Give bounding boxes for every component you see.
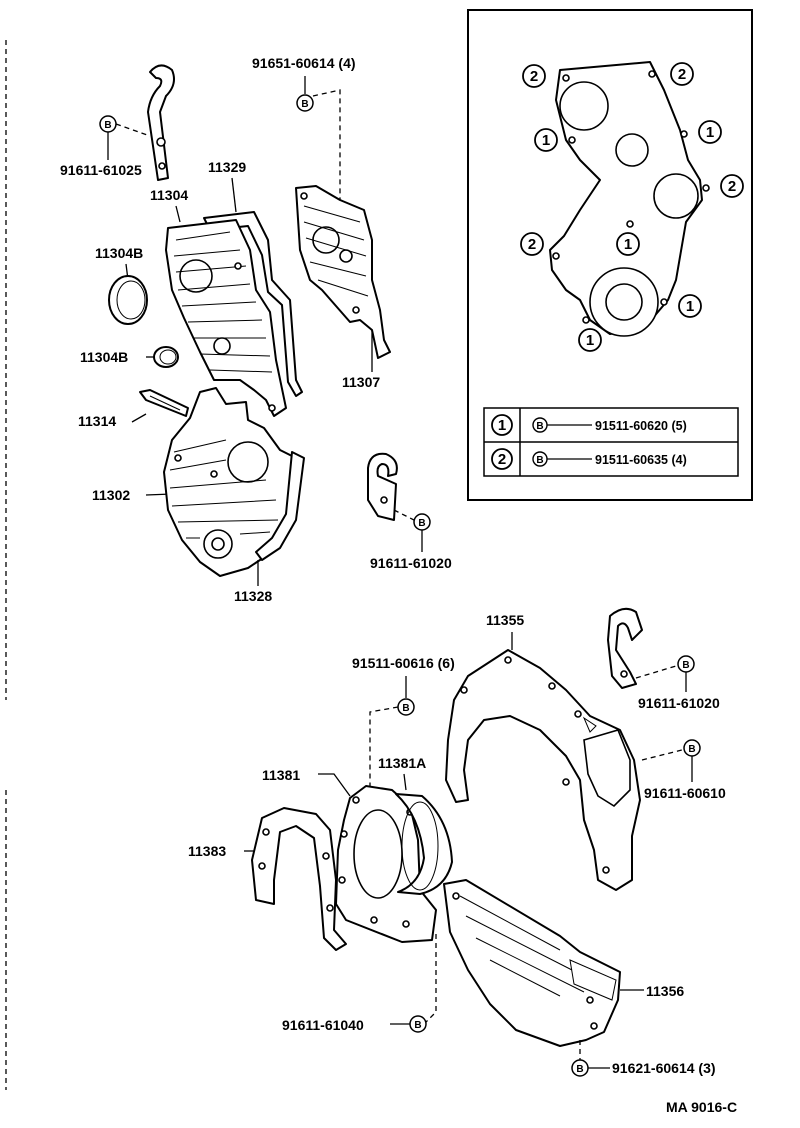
part-label: 11383 (188, 843, 226, 859)
legend-row-1: 1 B 91511-60620 (5) (491, 414, 687, 436)
diagram-code: MA 9016-C (666, 1099, 737, 1115)
svg-text:2: 2 (498, 451, 506, 468)
timing-belt-plate-11356 (443, 879, 621, 1047)
leader-dash (393, 509, 415, 521)
leader-dash (425, 934, 437, 1023)
svg-text:1: 1 (686, 298, 694, 315)
part-label: 91651-60614 (4) (252, 55, 356, 71)
inset-callout: 2 (522, 64, 546, 88)
engine-hanger-middle (367, 452, 398, 521)
bolt-marker: B (683, 739, 701, 757)
timing-cover-gasket-11328 (255, 451, 305, 561)
inset-plate-drawing (549, 61, 710, 337)
part-label: 11304B (80, 349, 128, 365)
bolt-marker: B (397, 698, 415, 716)
part-label: 11304 (150, 187, 188, 203)
timing-belt-plate-11355 (445, 649, 641, 891)
timing-cover-gasket-11329 (203, 211, 303, 397)
part-label: 11328 (234, 588, 272, 604)
bolt-marker: B (571, 1059, 589, 1077)
svg-text:1: 1 (498, 417, 506, 434)
svg-text:B: B (418, 518, 425, 529)
leader-line (318, 773, 351, 797)
inset-callout: 1 (698, 120, 722, 144)
part-label: 91611-61020 (370, 555, 452, 571)
bolt-marker: B (99, 115, 117, 133)
bolt-marker: B (413, 513, 431, 531)
svg-text:B: B (688, 744, 695, 755)
bolt-marker: B (677, 655, 695, 673)
leader-dash (312, 89, 341, 250)
hole-plug-small-11304B (153, 346, 179, 368)
bolt-marker: B (296, 94, 314, 112)
part-label: 91611-61025 (60, 162, 142, 178)
timing-belt-plate-11307 (295, 185, 391, 359)
part-label: 91611-61020 (638, 695, 720, 711)
bolt-marker: B (409, 1015, 427, 1033)
part-label: 11329 (208, 159, 246, 175)
svg-text:B: B (104, 120, 111, 131)
inset-callout: 1 (678, 294, 702, 318)
timing-cover-lower-11302 (163, 387, 293, 577)
svg-text:91511-60620 (5): 91511-60620 (5) (595, 419, 687, 433)
svg-text:91511-60635 (4): 91511-60635 (4) (595, 453, 687, 467)
oil-seal-retainer-11381 (335, 785, 437, 943)
svg-text:2: 2 (678, 66, 686, 83)
svg-text:1: 1 (586, 332, 594, 349)
part-label: 11304B (95, 245, 143, 261)
svg-text:B: B (682, 660, 689, 671)
svg-text:B: B (414, 1020, 421, 1031)
inset-callout: 2 (670, 62, 694, 86)
svg-text:B: B (536, 455, 543, 466)
svg-text:2: 2 (530, 68, 538, 85)
belt-guide-11314 (139, 389, 189, 417)
svg-text:1: 1 (706, 124, 714, 141)
part-label: 11302 (92, 487, 130, 503)
legend-row-2: 2 B 91511-60635 (4) (491, 448, 687, 470)
svg-text:B: B (402, 703, 409, 714)
inset-legend-table (483, 407, 739, 477)
inset-callout: 1 (578, 328, 602, 352)
svg-text:2: 2 (528, 236, 536, 253)
svg-text:1: 1 (542, 132, 550, 149)
leader-line (231, 177, 237, 213)
part-label: 91611-60610 (644, 785, 726, 801)
part-label: 11356 (646, 983, 684, 999)
leader-dash (115, 123, 151, 137)
inset-callout: 1 (616, 232, 640, 256)
engine-hanger-right (607, 607, 643, 689)
svg-text:2: 2 (728, 178, 736, 195)
inset-callout: 2 (720, 174, 744, 198)
part-label: 11314 (78, 413, 116, 429)
leader-dash (635, 665, 677, 679)
inset-callout: 2 (520, 232, 544, 256)
part-label: 91621-60614 (3) (612, 1060, 716, 1076)
part-label: 91611-61040 (282, 1017, 364, 1033)
engine-hanger-upper (147, 64, 175, 181)
oil-seal-11381A (395, 793, 453, 895)
leader-line (131, 413, 147, 423)
part-label: 11355 (486, 612, 524, 628)
leader-line (403, 773, 407, 791)
svg-text:B: B (301, 99, 308, 110)
svg-text:1: 1 (624, 236, 632, 253)
svg-text:B: B (536, 421, 543, 432)
part-label: 11381 (262, 767, 300, 783)
inset-frame (467, 9, 753, 501)
inset-callout: 1 (534, 128, 558, 152)
leader-dash (369, 706, 399, 800)
part-label: 91511-60616 (6) (352, 655, 455, 671)
retainer-gasket-11383 (251, 807, 347, 951)
part-label: 11307 (342, 374, 380, 390)
leader-line (175, 205, 181, 223)
svg-text:B: B (576, 1064, 583, 1075)
hole-plug-large-11304B (108, 275, 148, 325)
timing-cover-upper-11304 (165, 219, 287, 417)
part-label: 11381A (378, 755, 426, 771)
leader-dash (641, 749, 683, 761)
